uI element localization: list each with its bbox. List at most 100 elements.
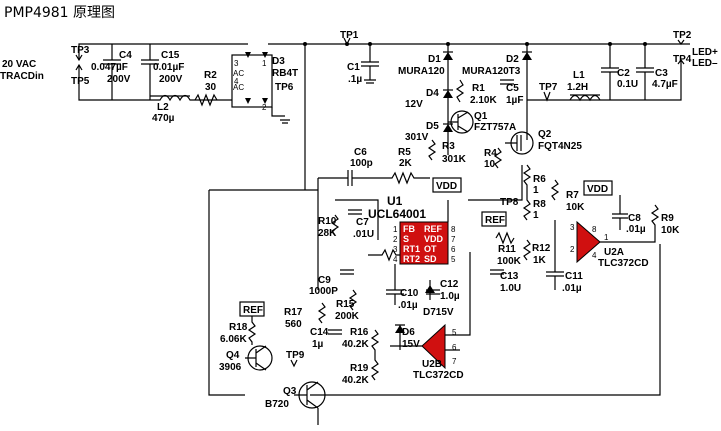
u2a-triangle: [576, 220, 601, 264]
c12-value: 1.0µ: [440, 291, 460, 302]
c13-symbol: [490, 269, 504, 275]
c5-value: 1µF: [506, 95, 523, 106]
bridge-pin-4: 4: [234, 77, 239, 86]
ref-text: REF: [485, 215, 505, 226]
r18-symbol: [247, 316, 257, 345]
tp9-mark: [290, 359, 298, 368]
u2a-pin-1: 1: [604, 233, 609, 242]
r6-value: 1: [533, 185, 539, 196]
q4-leads: [245, 345, 267, 371]
c8-ref: C8: [628, 213, 641, 224]
u1-pin-left-label: S: [403, 234, 409, 244]
ref-tag: [481, 211, 507, 227]
bridge-diode-2: [262, 52, 268, 58]
c15-voltage: 200V: [159, 74, 183, 85]
d5-value: 301V: [405, 132, 429, 143]
u1-part: UCL64001: [368, 207, 426, 221]
u2b-pin-6: 6: [452, 343, 457, 352]
c2-symbol: [601, 44, 619, 100]
r17-value: 560: [285, 319, 302, 330]
c15-ref: C15: [161, 50, 180, 61]
r17-ref: R17: [284, 307, 303, 318]
r10-ref: R10: [318, 216, 337, 227]
q1-ref: Q1: [474, 111, 488, 122]
led-return-wire: [527, 60, 682, 101]
q3-ref: Q3: [283, 386, 297, 397]
u2b-pin-7: 7: [452, 357, 457, 366]
l2-ref: L2: [157, 102, 169, 113]
r18-value: 6.06K: [220, 334, 247, 345]
bridge-ac-1: AC: [233, 69, 244, 78]
u1-pin-left-number: 3: [393, 245, 398, 254]
u2b-pin-5: 5: [452, 328, 457, 337]
u1-pin-left-number: 1: [393, 225, 398, 234]
r2-symbol: [194, 93, 218, 107]
c7-value: .01U: [353, 229, 374, 240]
tp7-mark: [543, 91, 551, 102]
d2-value: MURA120T3: [462, 66, 521, 77]
r5-value: 2K: [399, 158, 413, 169]
d6-ref: D6: [402, 327, 415, 338]
vdd-tag: [432, 177, 462, 193]
bridge-ground: [271, 107, 290, 124]
c9-ref: C9: [318, 275, 331, 286]
c14-ref: C14: [310, 327, 329, 338]
q4-ref: Q4: [226, 350, 240, 361]
d3-value: RB4T: [272, 68, 298, 79]
c13-ref: C13: [500, 271, 519, 282]
c14-symbol: [328, 329, 342, 335]
bridge-box: [231, 54, 273, 108]
ref-text-2: REF: [243, 305, 263, 316]
r18-ref: R18: [229, 322, 248, 333]
u1-pin-right-number: 5: [451, 255, 456, 264]
vdd-text-2: VDD: [587, 184, 608, 195]
c10-ref: C10: [400, 288, 419, 299]
r6-r8-symbol: [522, 164, 532, 221]
r11-ref: R11: [498, 244, 516, 255]
u2a-ref: U2A: [604, 247, 624, 258]
led-plus-label: LED+: [692, 47, 718, 58]
c7-symbol: [348, 209, 362, 215]
c8-value: .01µ: [626, 224, 646, 235]
d5-ref: D5: [426, 121, 439, 132]
tp3-label: TP3: [71, 45, 90, 56]
d1-symbol: [443, 52, 453, 60]
c6-ref: C6: [354, 147, 367, 158]
c11-ref: C11: [565, 271, 583, 282]
u1-pin-right-number: 6: [451, 245, 456, 254]
c15-symbol: [141, 44, 159, 100]
c6-r5-network: [318, 170, 430, 186]
c1-ref: C1: [347, 62, 360, 73]
r12-value: 1K: [533, 255, 547, 266]
r3-value: 301K: [442, 154, 467, 165]
d1-value: MURA120: [398, 66, 445, 77]
r7-symbol: [550, 179, 560, 201]
vdd-tag-2: [583, 180, 613, 196]
c4-value: 0.047µF: [91, 62, 128, 73]
q1-leads: [448, 111, 469, 133]
c2-value: 0.1U: [617, 79, 638, 90]
input-label-name: TRACDin: [0, 71, 44, 82]
c7-ref: C7: [356, 217, 369, 228]
d4-symbol: [443, 90, 453, 98]
c4-symbol: [103, 44, 121, 100]
r9-ref: R9: [661, 213, 674, 224]
vdd-text: VDD: [436, 181, 457, 192]
u1-pin-left-number: 4: [393, 255, 398, 264]
r2-ref: R2: [204, 70, 217, 81]
c3-ref: C3: [655, 68, 668, 79]
c4-ref: C4: [119, 50, 132, 61]
bridge-pin-2: 2: [262, 103, 267, 112]
bridge-diode-1: [245, 52, 251, 58]
u1-pin-left-label: RT2: [403, 254, 420, 264]
u1-pin-right-label: SD: [424, 254, 437, 264]
c10-value: .01µ: [398, 300, 418, 311]
r4-symbol: [493, 147, 503, 169]
u2b-ref: U2B: [422, 359, 442, 370]
r11-symbol: [495, 231, 515, 245]
q4-value: 3906: [219, 362, 242, 373]
c3-symbol: [636, 44, 654, 100]
r4-ref: R4: [484, 148, 497, 159]
input-wires: [78, 43, 248, 101]
